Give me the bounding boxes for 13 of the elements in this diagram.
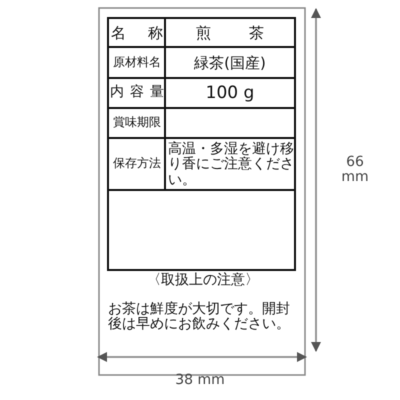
table-cell-text: 煎茶 xyxy=(195,22,265,44)
table-cell-text: 保存方法 xyxy=(112,155,162,172)
note-heading: 〈取扱上の注意〉 xyxy=(146,272,260,290)
table-cell-text: 100 g xyxy=(204,82,256,105)
dimension-label: 38 mm xyxy=(175,371,225,390)
table-cell-text: 原材料名 xyxy=(112,54,162,72)
table-cell-text: 名称 xyxy=(111,22,163,44)
dimension-label: 66 mm xyxy=(340,152,370,187)
table-cell-text: 緑茶(国産) xyxy=(193,52,267,74)
note-text: お茶は鮮度が大切です。開封後は早めにお飲みください。 xyxy=(108,300,291,334)
table-cell-text: 賞味期限 xyxy=(112,114,162,132)
table-cell-text: 内容量 xyxy=(110,83,164,102)
table-cell: 高温・多湿を避け移り香にご注意ください。 xyxy=(168,140,294,190)
